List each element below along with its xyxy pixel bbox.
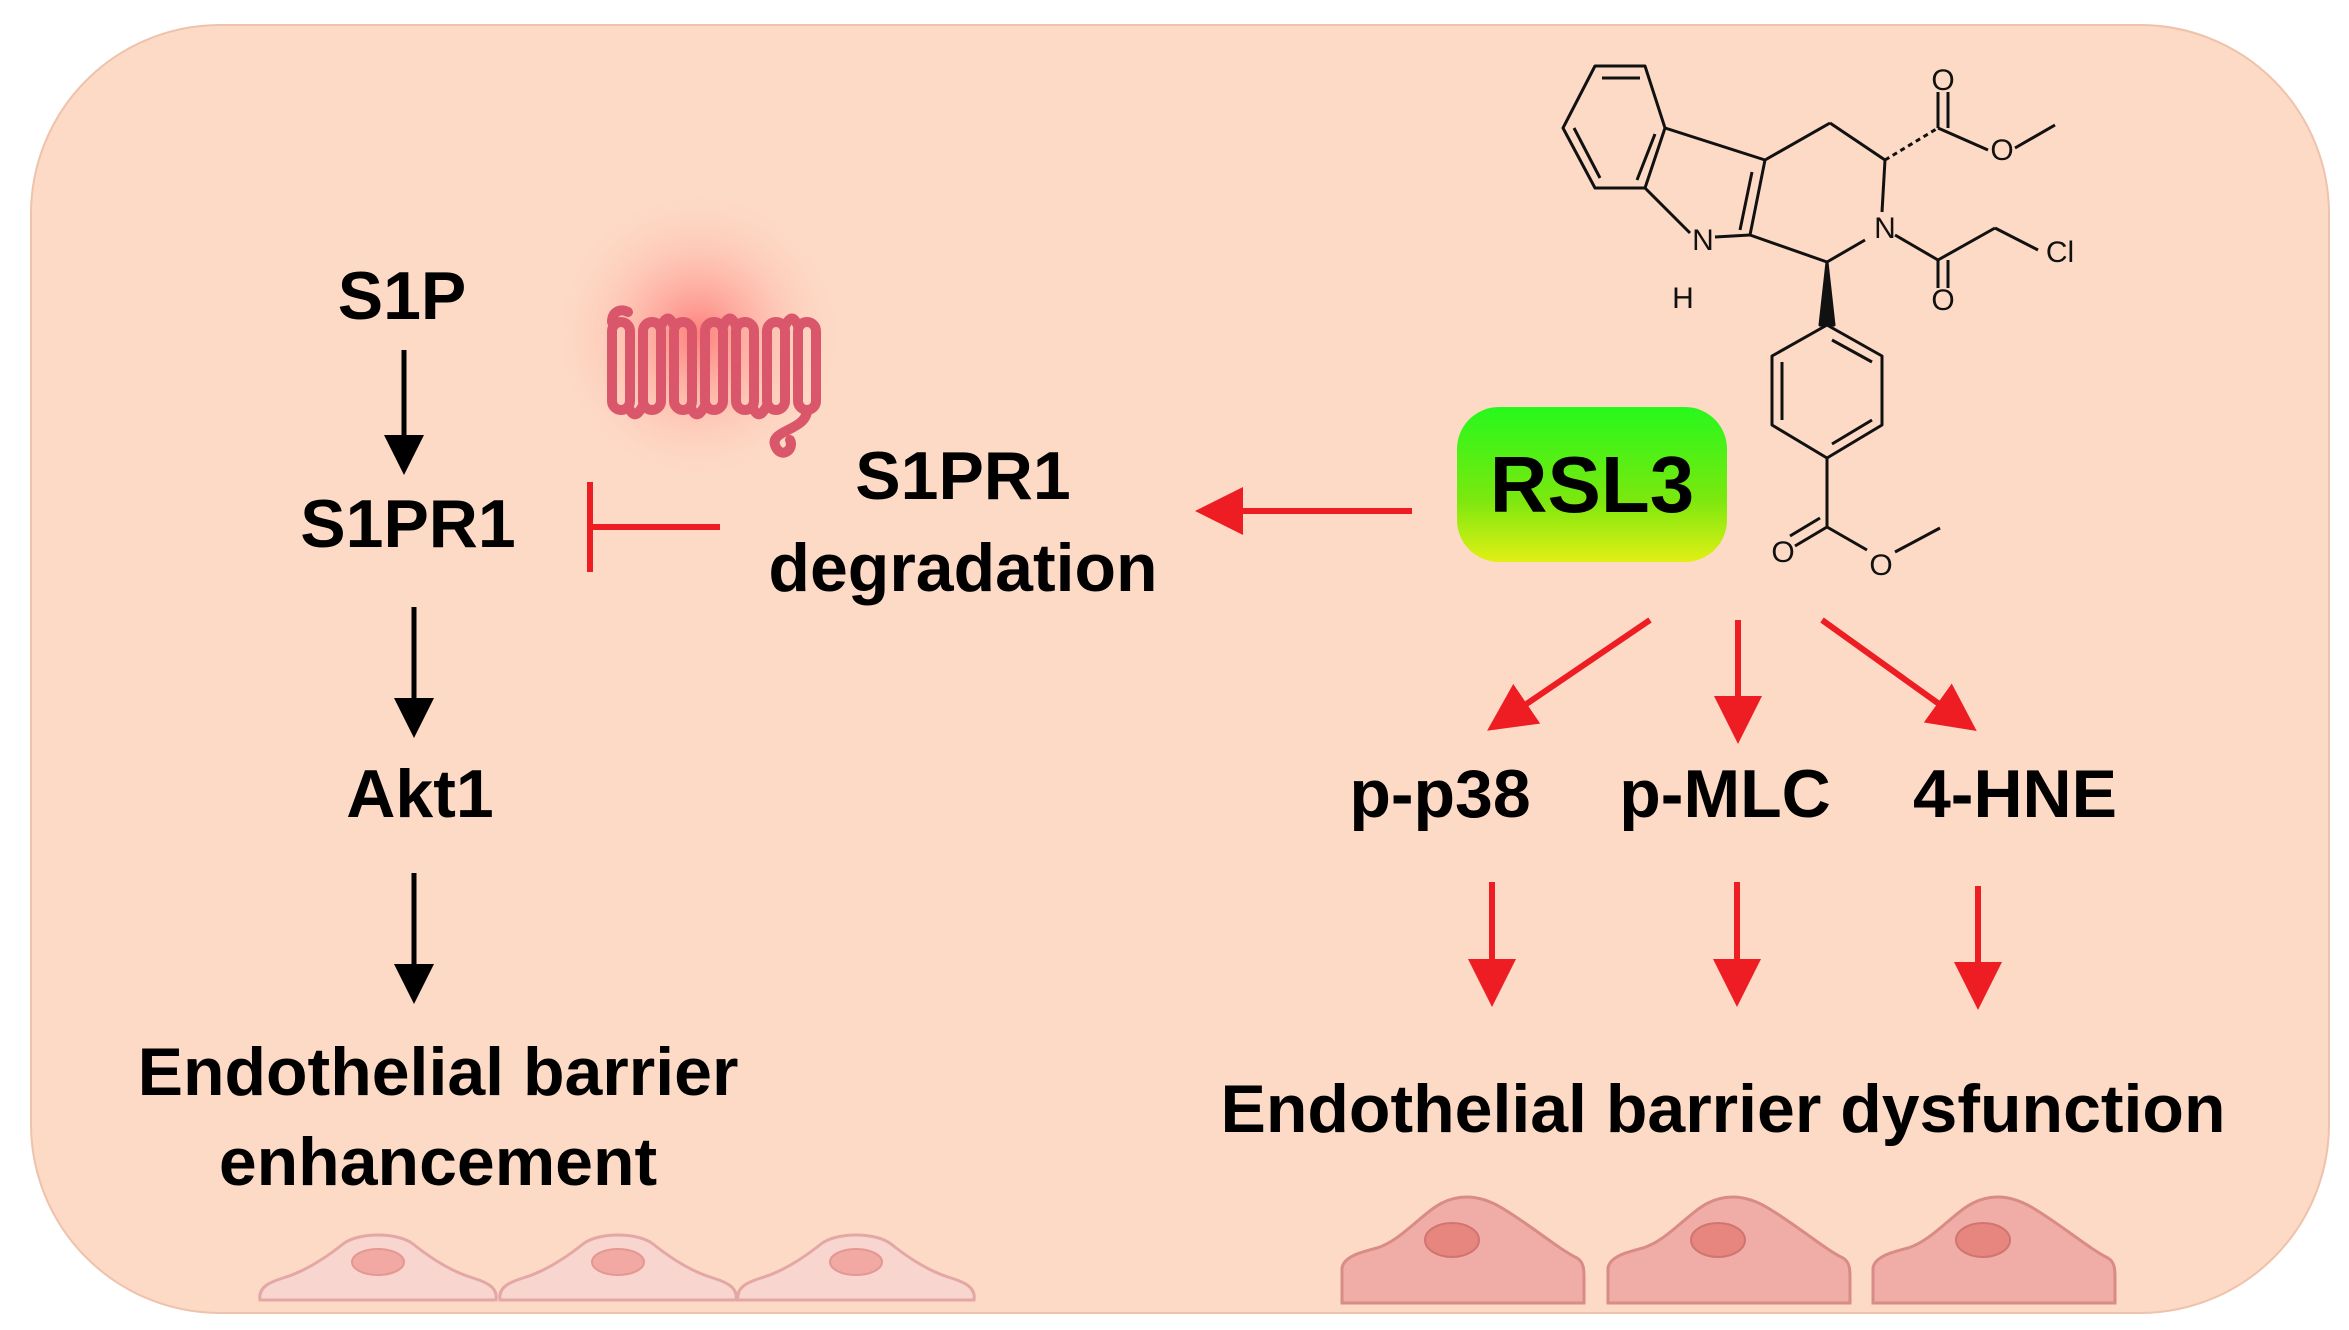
arrow-rsl3-to-4-hne bbox=[1820, 617, 1977, 731]
marker-p-p38: p-p38 bbox=[1349, 756, 1531, 832]
atom-o-amide: O bbox=[1931, 284, 1954, 317]
atom-h-indole: H bbox=[1672, 282, 1694, 315]
marker-p-mlc: p-MLC bbox=[1619, 756, 1831, 832]
s1pr1-label: S1PR1 bbox=[300, 486, 516, 562]
endothelial-cell-icon bbox=[1340, 1195, 1586, 1305]
endothelial-cell-icon bbox=[498, 1233, 738, 1302]
rsl3-structure-atoms: N H N O O O Cl O O bbox=[1672, 64, 2074, 582]
s1pr1-receptor-icon bbox=[607, 305, 821, 458]
endothelial-cell-icon bbox=[258, 1233, 498, 1302]
endothelial-cell-icon bbox=[1606, 1195, 1852, 1305]
arrow-rsl3-to-p-p38 bbox=[1487, 617, 1652, 731]
atom-n-indole: N bbox=[1692, 224, 1714, 257]
atom-o-ester2-ether: O bbox=[1869, 549, 1892, 582]
endothelial-cell-icon bbox=[1871, 1195, 2117, 1305]
rsl3-chemical-structure bbox=[1561, 64, 2056, 554]
endothelial-cell-icon bbox=[736, 1233, 976, 1302]
rsl3-badge: RSL3 bbox=[1457, 407, 1727, 562]
atom-cl: Cl bbox=[2046, 236, 2074, 269]
atom-o-ester2-carbonyl: O bbox=[1771, 536, 1794, 569]
outcome-enhancement-line2: enhancement bbox=[218, 1124, 658, 1200]
inhibition-bar bbox=[587, 482, 720, 572]
outcome-enhancement-line1: Endothelial barrier bbox=[137, 1034, 739, 1110]
atom-n-ring: N bbox=[1874, 212, 1896, 245]
akt1-label: Akt1 bbox=[346, 756, 494, 832]
atom-o-ester1-ether: O bbox=[1990, 134, 2013, 167]
s1pr1-degradation-line1: S1PR1 bbox=[855, 438, 1071, 514]
s1p-label: S1P bbox=[337, 258, 467, 334]
outcome-dysfunction: Endothelial barrier dysfunction bbox=[1220, 1071, 2226, 1147]
marker-4-hne: 4-HNE bbox=[1912, 756, 2118, 832]
s1pr1-degradation-line2: degradation bbox=[768, 530, 1158, 606]
atom-o-ester1-carbonyl: O bbox=[1931, 64, 1954, 97]
